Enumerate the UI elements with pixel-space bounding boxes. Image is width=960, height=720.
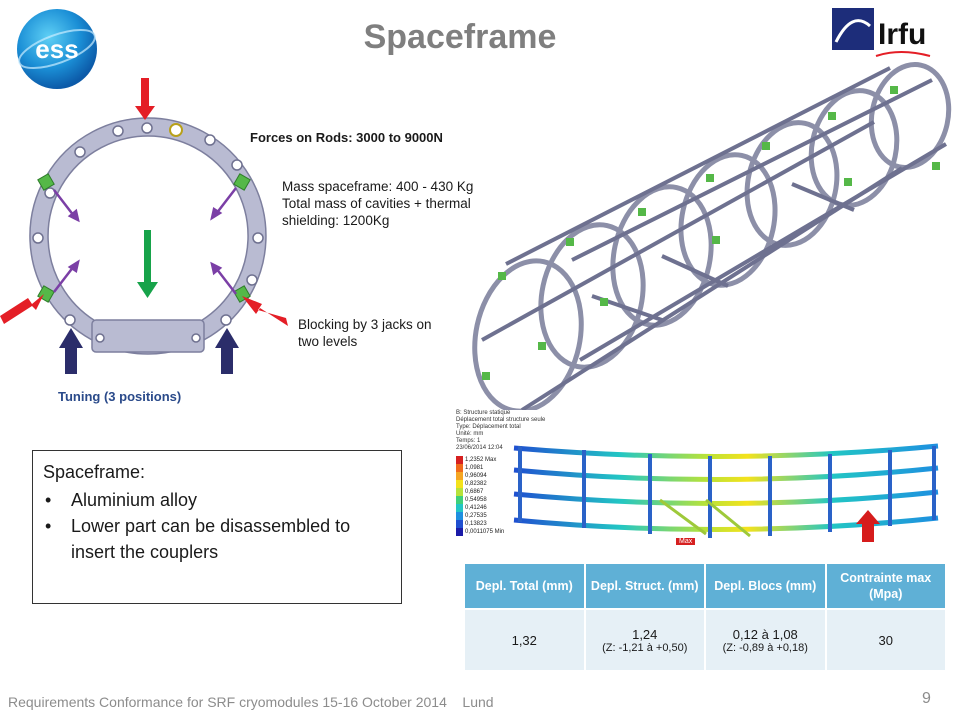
fea-legend-entry: 0,82382 <box>456 480 504 488</box>
header-cell: Depl. Blocs (mm) <box>704 562 827 610</box>
fea-deformed-frame <box>513 443 939 542</box>
fea-header-line: Déplacement total structure seule <box>456 417 546 423</box>
red-arrows <box>0 78 288 326</box>
fea-header-line: 23/06/2014 12:04 <box>456 445 503 451</box>
fea-legend-swatch <box>456 456 463 464</box>
blocking-line: Blocking by 3 jacks on <box>298 317 432 332</box>
ring-frame <box>29 117 267 355</box>
ring-holes <box>32 122 264 343</box>
fea-legend-swatch <box>456 472 463 480</box>
ess-logo-text: ess <box>35 34 78 64</box>
fea-legend-swatch <box>456 464 463 472</box>
fea-legend-label: 0,96094 <box>465 473 487 479</box>
navy-arrows <box>59 328 239 374</box>
table-cell: 1,24(Z: -1,21 à +0,50) <box>583 608 706 672</box>
fea-legend-entry: 0,41246 <box>456 504 504 512</box>
fea-legend-entry: 0,27535 <box>456 512 504 520</box>
fea-legend-entry: 0,54958 <box>456 496 504 504</box>
header-cell: Depl. Struct. (mm) <box>583 562 706 610</box>
cell-subvalue: (Z: -0,89 à +0,18) <box>722 641 808 654</box>
irfu-logo-text: Irfu <box>878 18 926 51</box>
cell-value: 1,24 <box>632 626 658 642</box>
fea-header-line: Temps: 1 <box>456 438 481 444</box>
fea-legend-entry: 0,0011075 Min <box>456 528 504 536</box>
fea-legend-swatch <box>456 528 463 536</box>
fea-legend-label: 0,6867 <box>465 489 484 495</box>
slide-footer: Requirements Conformance for SRF cryomod… <box>8 694 494 710</box>
table-cell: 30 <box>824 608 947 672</box>
header-cell: Contrainte max (Mpa) <box>824 562 947 610</box>
cell-value: 1,32 <box>511 632 537 648</box>
forces-label: Forces on Rods: 3000 to 9000N <box>250 130 443 145</box>
fea-legend-label: 0,41246 <box>465 505 487 511</box>
fea-legend-entry: 0,6867 <box>456 488 504 496</box>
table-cell: 1,32 <box>463 608 586 672</box>
green-arrow <box>137 230 158 298</box>
fea-legend-label: 0,54958 <box>465 497 487 503</box>
tuning-label: Tuning (3 positions) <box>58 389 182 404</box>
fea-header-line: B: Structure statique <box>456 410 511 416</box>
fea-header-line: Type: Déplacement total <box>456 424 521 430</box>
fea-legend-label: 1,0981 <box>465 465 484 471</box>
cell-value: 30 <box>878 632 893 648</box>
fea-legend-entry: 0,96094 <box>456 472 504 480</box>
displacement-table: Depl. Total (mm) Depl. Struct. (mm) Depl… <box>463 562 947 672</box>
fea-legend-label: 0,27535 <box>465 513 487 519</box>
bullet-item: Aluminium alloy <box>43 487 391 513</box>
spaceframe-ring-diagram <box>0 78 288 374</box>
fea-legend-label: 1,2352 Max <box>465 457 497 463</box>
header-cell: Depl. Total (mm) <box>463 562 586 610</box>
blocking-label: Blocking by 3 jacks on two levels <box>298 316 432 350</box>
mass-line: Mass spaceframe: 400 - 430 Kg <box>282 179 474 194</box>
fea-legend-swatch <box>456 504 463 512</box>
fea-legend-swatch <box>456 496 463 504</box>
fea-legend: 1,2352 Max 1,0981 0,96094 0,82382 0,6867 0,54… <box>456 456 504 536</box>
mass-label: Mass spaceframe: 400 - 430 Kg Total mass… <box>282 178 522 229</box>
page-number: 9 <box>922 690 931 707</box>
textbox-heading: Spaceframe: <box>43 462 146 482</box>
mass-line: shielding: 1200Kg <box>282 213 390 228</box>
blocking-line: two levels <box>298 334 358 349</box>
spaceframe-textbox: Spaceframe: Aluminium alloy Lower part c… <box>32 450 402 604</box>
textbox-bullets: Aluminium alloy Lower part can be disass… <box>43 487 391 565</box>
fea-legend-swatch <box>456 488 463 496</box>
fea-result-panel: B: Structure statique Déplacement total … <box>454 410 944 550</box>
cell-value: 0,12 à 1,08 <box>732 626 798 642</box>
fea-max-tag: Max <box>676 538 696 545</box>
mass-line: Total mass of cavities + thermal <box>282 196 471 211</box>
fea-legend-entry: 0,13823 <box>456 520 504 528</box>
yellow-hole <box>169 123 183 137</box>
fea-legend-label: 0,0011075 Min <box>465 529 505 535</box>
table-header-row: Depl. Total (mm) Depl. Struct. (mm) Depl… <box>463 562 947 610</box>
fea-header-line: Unité: mm <box>456 431 484 437</box>
fea-legend-swatch <box>456 520 463 528</box>
fea-legend-swatch <box>456 512 463 520</box>
ess-logo: ess <box>17 9 97 89</box>
fea-legend-entry: 1,0981 <box>456 464 504 472</box>
slide-title: Spaceframe <box>363 18 557 56</box>
fea-header: B: Structure statique Déplacement total … <box>456 410 545 452</box>
fea-legend-swatch <box>456 480 463 488</box>
cage-pads <box>482 86 940 380</box>
table-cell: 0,12 à 1,08(Z: -0,89 à +0,18) <box>704 608 827 672</box>
fea-legend-label: 0,82382 <box>465 481 487 487</box>
spaceframe-3d-cage <box>472 62 952 414</box>
irfu-logo: Irfu <box>832 8 931 57</box>
purple-arrows <box>53 187 237 295</box>
cell-subvalue: (Z: -1,21 à +0,50) <box>602 641 688 654</box>
table-row: 1,32 1,24(Z: -1,21 à +0,50) 0,12 à 1,08(… <box>463 608 947 672</box>
fea-legend-label: 0,13823 <box>465 521 487 527</box>
bullet-item: Lower part can be disassembled to insert… <box>43 513 391 565</box>
fea-legend-entry: 1,2352 Max <box>456 456 504 464</box>
